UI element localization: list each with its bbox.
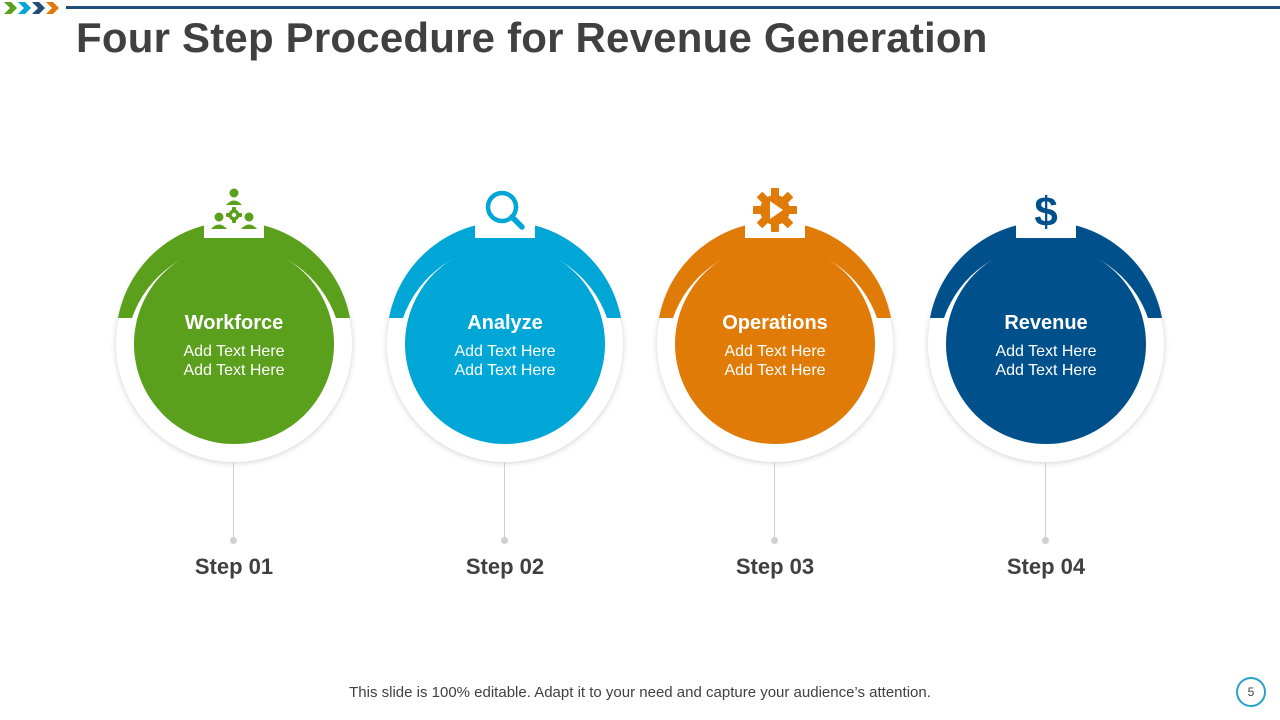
step-dot bbox=[230, 537, 237, 544]
step-circle bbox=[675, 244, 875, 444]
dollar-icon: $ bbox=[1034, 188, 1057, 235]
step-dot bbox=[501, 537, 508, 544]
step-description: Add Text Here Add Text Here bbox=[995, 343, 1097, 379]
step-name: Analyze bbox=[467, 312, 543, 334]
gear-play-icon bbox=[753, 188, 797, 232]
step-connector bbox=[504, 462, 505, 538]
step-circle bbox=[946, 244, 1146, 444]
step-arc bbox=[118, 221, 350, 318]
step-name: Operations bbox=[722, 312, 828, 334]
step-dot bbox=[1042, 537, 1049, 544]
step-workforce: Workforce Add Text Here Add Text Here St… bbox=[114, 180, 354, 600]
step-arc bbox=[659, 221, 891, 318]
slide-title: Four Step Procedure for Revenue Generati… bbox=[76, 14, 988, 61]
step-description: Add Text Here Add Text Here bbox=[454, 343, 556, 379]
step-name: Revenue bbox=[1004, 312, 1088, 334]
team-gear-icon bbox=[211, 188, 257, 229]
step-revenue: $ Revenue Add Text Here Add Text Here St… bbox=[926, 180, 1166, 600]
step-connector bbox=[233, 462, 234, 538]
step-connector bbox=[774, 462, 775, 538]
step-description: Add Text Here Add Text Here bbox=[183, 343, 285, 379]
step-description: Add Text Here Add Text Here bbox=[724, 343, 826, 379]
svg-text:$: $ bbox=[1034, 188, 1057, 235]
step-label: Step 03 bbox=[735, 554, 815, 579]
step-circle bbox=[134, 244, 334, 444]
magnifier-icon bbox=[485, 190, 525, 230]
page-number: 5 bbox=[1236, 677, 1266, 707]
step-connector bbox=[1045, 462, 1046, 538]
step-circle bbox=[405, 244, 605, 444]
header-chevrons bbox=[4, 2, 59, 14]
footer-note: This slide is 100% editable. Adapt it to… bbox=[349, 684, 931, 701]
step-dot bbox=[771, 537, 778, 544]
step-label: Step 04 bbox=[1006, 554, 1086, 579]
step-arc bbox=[389, 221, 621, 318]
step-label: Step 02 bbox=[465, 554, 545, 579]
step-analyze: Analyze Add Text Here Add Text Here Step… bbox=[385, 180, 625, 600]
step-operations: Operations Add Text Here Add Text Here S… bbox=[655, 180, 895, 600]
header-rule bbox=[66, 6, 1280, 9]
step-label: Step 01 bbox=[194, 554, 274, 579]
step-name: Workforce bbox=[184, 312, 284, 334]
step-arc bbox=[930, 221, 1162, 318]
